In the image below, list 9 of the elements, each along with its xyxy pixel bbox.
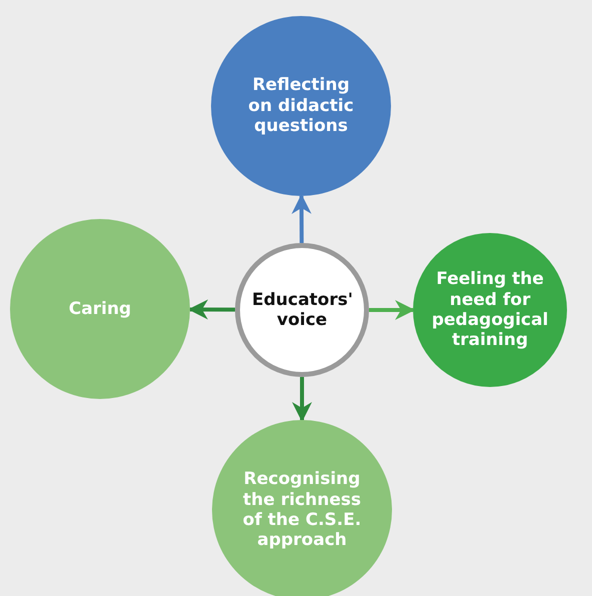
arrow bbox=[292, 377, 312, 422]
circle-label: Reflecting on didactic questions bbox=[247, 75, 355, 137]
arrow bbox=[369, 300, 415, 320]
circle-label: Educators' voice bbox=[252, 290, 352, 330]
circle-label: Recognising the richness of the C.S.E. approach bbox=[242, 469, 362, 551]
arrow bbox=[188, 300, 236, 320]
arrow bbox=[292, 194, 312, 243]
circle-label: Feeling the need for pedagogical training bbox=[430, 269, 550, 351]
circle-label: Caring bbox=[68, 298, 132, 320]
